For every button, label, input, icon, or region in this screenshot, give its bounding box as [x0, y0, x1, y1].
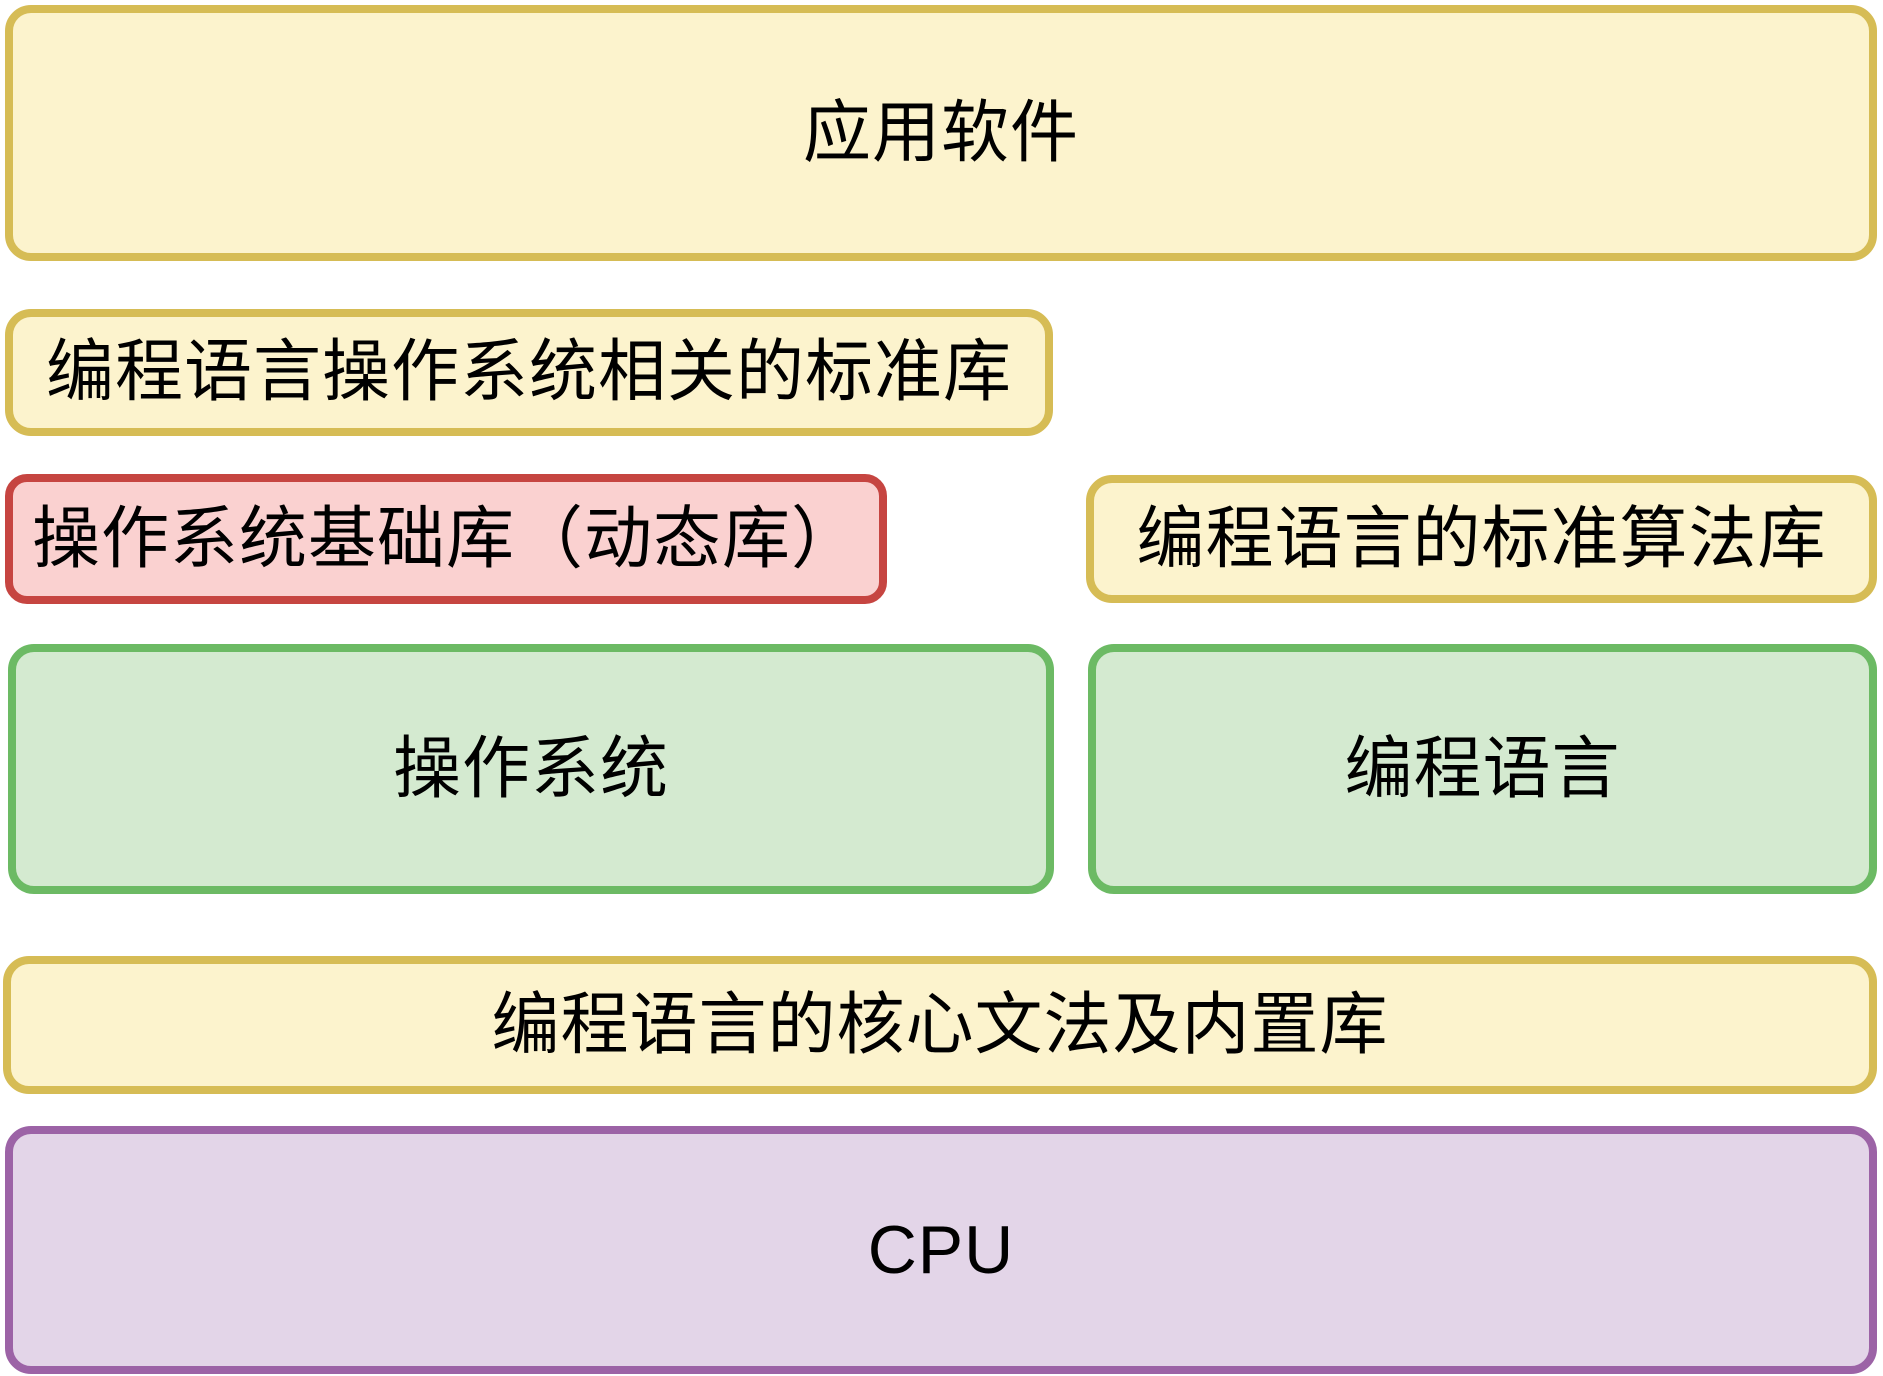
application-software-label: 应用软件 — [802, 94, 1079, 171]
os-base-library-label: 操作系统基础库（动态库） — [31, 500, 860, 577]
programming-language-box: 编程语言 — [1088, 644, 1877, 894]
cpu-label: CPU — [867, 1211, 1015, 1288]
application-software-box: 应用软件 — [5, 5, 1877, 261]
os-related-stdlib-label: 编程语言操作系统相关的标准库 — [45, 334, 1012, 410]
standard-algorithm-library-box: 编程语言的标准算法库 — [1086, 475, 1877, 603]
core-grammar-builtin-library-box: 编程语言的核心文法及内置库 — [3, 956, 1877, 1094]
standard-algorithm-library-label: 编程语言的标准算法库 — [1136, 500, 1827, 577]
core-grammar-builtin-library-label: 编程语言的核心文法及内置库 — [491, 986, 1389, 1063]
os-base-library-box: 操作系统基础库（动态库） — [5, 474, 887, 604]
operating-system-box: 操作系统 — [8, 644, 1054, 894]
os-related-stdlib-box: 编程语言操作系统相关的标准库 — [5, 309, 1053, 436]
programming-language-label: 编程语言 — [1344, 730, 1621, 807]
cpu-box: CPU — [5, 1126, 1877, 1374]
operating-system-label: 操作系统 — [392, 730, 669, 807]
